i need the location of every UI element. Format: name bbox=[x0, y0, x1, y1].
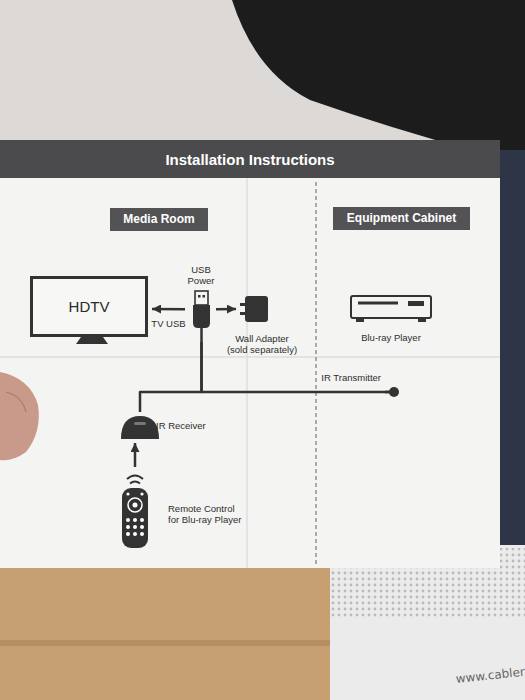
remote-button bbox=[133, 525, 137, 529]
player-foot bbox=[418, 318, 426, 322]
node-label: IR Receiver bbox=[156, 421, 226, 432]
node-label: USB Power bbox=[185, 265, 217, 287]
remote-button bbox=[140, 492, 143, 495]
ir-wave bbox=[130, 482, 140, 484]
fold-line bbox=[246, 178, 248, 568]
wall-adapter: Wall Adapter(sold separately) bbox=[240, 296, 268, 322]
ir-transmitter-icon bbox=[385, 383, 399, 401]
paper-sheet bbox=[0, 140, 500, 568]
port-label: TV USB bbox=[139, 319, 199, 330]
usb-body bbox=[193, 305, 210, 328]
tv-stand bbox=[76, 337, 108, 344]
remote-button bbox=[126, 532, 130, 536]
node-label: Wall Adapter bbox=[217, 334, 307, 345]
node-label: HDTV bbox=[69, 298, 110, 315]
direction-arrow bbox=[134, 443, 137, 467]
usb-pin bbox=[198, 295, 201, 298]
remote-body bbox=[122, 488, 148, 548]
node-label: Equipment Cabinet bbox=[347, 212, 456, 226]
room-divider bbox=[315, 182, 316, 566]
player-foot bbox=[356, 318, 364, 322]
ir-cable bbox=[140, 342, 202, 412]
remote-button bbox=[140, 532, 144, 536]
remote-button bbox=[126, 518, 130, 522]
cardboard-seam bbox=[0, 640, 345, 646]
remote-ok bbox=[133, 503, 138, 508]
cardboard bbox=[0, 555, 345, 700]
plastic-bag bbox=[330, 545, 525, 700]
receiver-lens bbox=[134, 422, 146, 425]
diagram-title: Installation Instructions bbox=[0, 140, 500, 178]
adapter-body bbox=[245, 296, 268, 322]
remote-button bbox=[140, 518, 144, 522]
section-heading: Equipment Cabinet bbox=[333, 207, 470, 230]
direction-arrow bbox=[216, 308, 236, 311]
header-band bbox=[0, 140, 500, 178]
node-label: (sold separately) bbox=[217, 345, 307, 356]
thumb bbox=[0, 372, 39, 460]
node-label: IR Transmitter bbox=[299, 373, 381, 384]
usb-head bbox=[195, 291, 208, 305]
bluray-player: Blu-ray Player bbox=[350, 295, 432, 323]
ir-receiver-icon bbox=[119, 412, 161, 440]
ir-cable bbox=[202, 342, 386, 392]
disc-slot bbox=[358, 302, 398, 305]
fold-line bbox=[0, 356, 500, 358]
tv-screen: HDTV bbox=[30, 276, 148, 337]
printed-url: www.cabler bbox=[455, 665, 525, 686]
node-label: Blu-ray Player bbox=[340, 333, 442, 344]
remote-control: Remote Control for Blu-ray Player bbox=[118, 470, 152, 548]
remote-button bbox=[133, 532, 137, 536]
ir-receiver: IR Receiver bbox=[119, 412, 161, 440]
remote-control-icon bbox=[118, 470, 152, 548]
usb-plug-icon bbox=[193, 290, 210, 342]
node-label: Remote Control for Blu-ray Player bbox=[168, 504, 244, 526]
thumb-nail bbox=[6, 392, 26, 412]
box-edge bbox=[498, 150, 525, 570]
remote-button bbox=[140, 525, 144, 529]
wall-adapter-icon bbox=[240, 296, 268, 322]
usb-cable bbox=[200, 328, 203, 342]
remote-button bbox=[126, 525, 130, 529]
usb-pin bbox=[203, 295, 206, 298]
receiver-dome bbox=[121, 416, 159, 439]
remote-button bbox=[133, 518, 137, 522]
node-label: Media Room bbox=[123, 213, 194, 227]
ir-transmitter: IR Transmitter bbox=[385, 383, 399, 401]
section-heading: Media Room bbox=[110, 208, 208, 231]
ir-wave bbox=[127, 476, 143, 480]
direction-arrow bbox=[152, 308, 185, 311]
tv-screen-icon bbox=[33, 279, 151, 340]
player-display bbox=[408, 301, 424, 306]
remote-dpad bbox=[128, 498, 142, 512]
player-case bbox=[351, 296, 431, 318]
usb-plug: USB Power bbox=[193, 290, 210, 342]
emitter-bulb bbox=[389, 387, 399, 397]
bluray-player-icon bbox=[350, 295, 432, 323]
remote-button bbox=[126, 492, 129, 495]
